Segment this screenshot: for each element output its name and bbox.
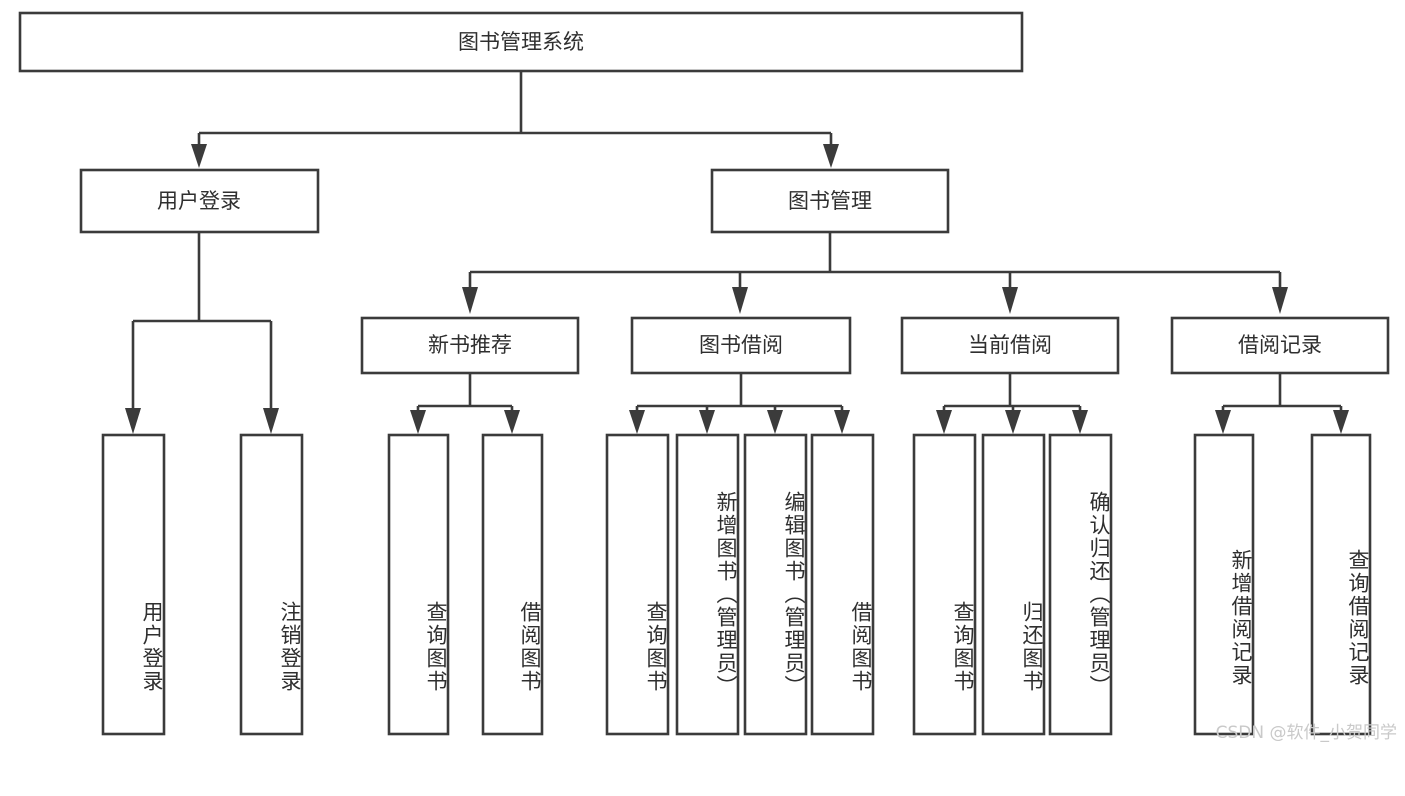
arrow-new-book-recommend: [462, 287, 478, 314]
node-book-borrow-label: 图书借阅: [699, 333, 783, 357]
node-leaf-borrow-book-1-box[interactable]: [481, 433, 544, 736]
arrow-leaf-add-book: [699, 410, 715, 434]
node-leaf-add-record-box[interactable]: [1193, 433, 1255, 736]
watermark-text: CSDN @软件_小贺同学: [1215, 723, 1397, 743]
arrow-leaf-query-book-1: [410, 410, 426, 434]
node-leaf-add-book-box[interactable]: [675, 433, 740, 736]
node-new-book-recommend[interactable]: 新书推荐: [360, 316, 580, 375]
node-root-box: [18, 11, 1024, 73]
node-borrow-record[interactable]: 借阅记录: [1170, 316, 1390, 375]
node-leaf-query-record-box[interactable]: [1310, 433, 1372, 736]
node-leaf-query-book-3-box[interactable]: [912, 433, 977, 736]
node-leaf-edit-book-box[interactable]: [743, 433, 808, 736]
flowchart-svg: 图书管理系统 用户登录 图书管理: [18, 11, 1390, 736]
arrow-book-management: [823, 144, 839, 168]
node-book-management[interactable]: 图书管理: [710, 168, 950, 234]
arrow-leaf-query-book-2: [629, 410, 645, 434]
node-current-borrow-box: [900, 316, 1120, 375]
node-book-borrow[interactable]: 图书借阅: [630, 316, 852, 375]
arrow-leaf-confirm-return: [1072, 410, 1088, 434]
arrow-leaf-query-book-3: [936, 410, 952, 434]
node-leaf-user-logout-box[interactable]: [239, 433, 304, 736]
node-leaf-query-book-2-box[interactable]: [605, 433, 670, 736]
node-leaf-borrow-book-2-box[interactable]: [810, 433, 875, 736]
arrow-current-borrow: [1002, 287, 1018, 314]
node-user-login[interactable]: 用户登录: [79, 168, 320, 234]
arrow-leaf-edit-book: [767, 410, 783, 434]
node-book-borrow-box: [630, 316, 852, 375]
node-leaf-return-book-box[interactable]: [981, 433, 1046, 736]
diagram-canvas: 图书管理系统 用户登录 图书管理: [18, 11, 1397, 743]
arrow-leaf-add-record: [1215, 410, 1231, 434]
arrow-leaf-return-book: [1005, 410, 1021, 434]
node-leaf-user-login-box[interactable]: [101, 433, 166, 736]
arrow-borrow-record: [1272, 287, 1288, 314]
node-user-login-label: 用户登录: [157, 189, 241, 213]
node-leaf-query-book-1-box[interactable]: [387, 433, 450, 736]
node-current-borrow[interactable]: 当前借阅: [900, 316, 1120, 375]
node-root[interactable]: 图书管理系统: [18, 11, 1024, 73]
node-root-label: 图书管理系统: [458, 30, 584, 54]
node-new-book-recommend-box: [360, 316, 580, 375]
node-new-book-recommend-label: 新书推荐: [428, 333, 512, 357]
node-borrow-record-box: [1170, 316, 1390, 375]
arrow-leaf-query-record: [1333, 410, 1349, 434]
arrow-leaf-user-logout: [263, 408, 279, 434]
arrow-book-borrow: [732, 287, 748, 314]
arrow-leaf-borrow-book-1: [504, 410, 520, 434]
node-current-borrow-label: 当前借阅: [968, 333, 1052, 357]
arrow-leaf-user-login: [125, 408, 141, 434]
node-book-management-label: 图书管理: [788, 189, 872, 213]
node-leaf-confirm-return-box[interactable]: [1048, 433, 1113, 736]
arrow-user-login: [191, 144, 207, 168]
node-borrow-record-label: 借阅记录: [1238, 333, 1322, 357]
arrow-leaf-borrow-book-2: [834, 410, 850, 434]
node-book-management-box: [710, 168, 950, 234]
